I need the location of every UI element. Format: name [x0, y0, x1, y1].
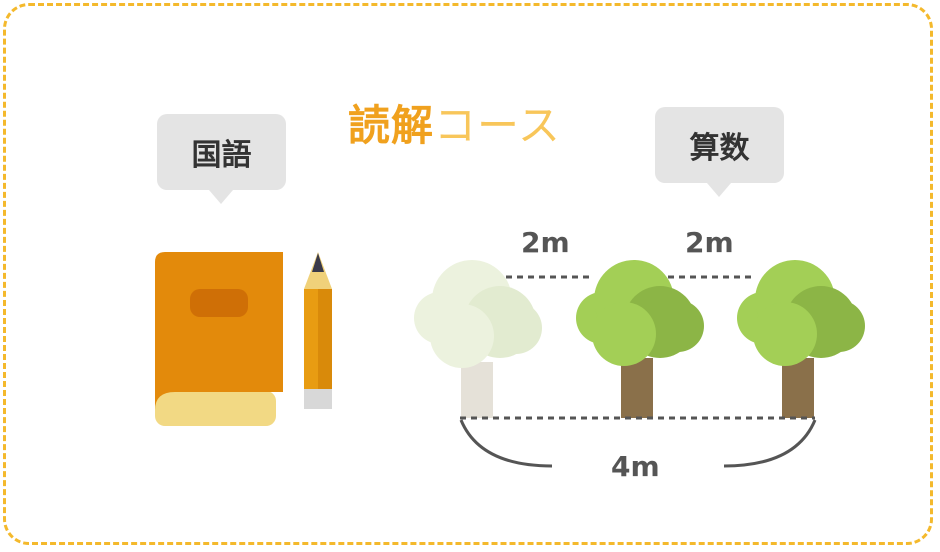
tree-icon: [576, 260, 704, 418]
book-icon: [155, 252, 283, 426]
bubble-label-math: 算数: [689, 131, 750, 166]
bracket-left: [459, 419, 553, 468]
title-part-1: 読解: [348, 101, 435, 150]
faded-tree-icon: [414, 260, 542, 418]
card-frame: [3, 3, 933, 545]
distance-label-total: 4m: [611, 450, 660, 483]
title-part-2: コース: [434, 101, 561, 150]
course-title: 読解コース: [348, 92, 561, 153]
pencil-icon: [304, 252, 332, 409]
tree-icon: [737, 260, 865, 418]
bubble-label-japanese: 国語: [191, 138, 252, 173]
distance-label-gap-2: 2m: [685, 226, 734, 259]
bracket-right: [723, 419, 817, 468]
distance-label-gap-1: 2m: [521, 226, 570, 259]
speech-bubble-math: 算数: [655, 107, 784, 197]
speech-bubble-japanese: 国語: [157, 114, 286, 204]
